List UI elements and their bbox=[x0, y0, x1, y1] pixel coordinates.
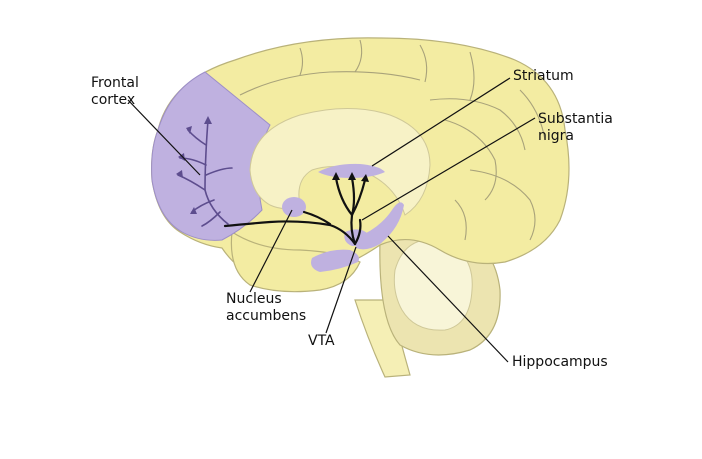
substantia-nigra-label-line2: nigra bbox=[538, 128, 574, 144]
dopamine-pathways bbox=[223, 176, 367, 246]
hippocampus-label: Hippocampus bbox=[512, 354, 608, 370]
nucleus-accumbens-region bbox=[282, 197, 306, 217]
frontal-cortex-label: Frontal cortex bbox=[91, 75, 139, 109]
nucleus-accumbens-label-line2: accumbens bbox=[226, 308, 307, 324]
substantia-nigra-label-line1: Substantia bbox=[538, 111, 613, 127]
nucleus-accumbens-label-line1: Nucleus bbox=[226, 291, 282, 307]
gyri-lines bbox=[239, 39, 546, 241]
substantia-nigra-region bbox=[356, 202, 404, 250]
frontal-cortex-label-line1: Frontal bbox=[91, 75, 139, 91]
frontal-cortex-region bbox=[151, 71, 271, 241]
leader-lines bbox=[127, 77, 536, 363]
midbrain-connector bbox=[344, 229, 368, 246]
vta-label: VTA bbox=[308, 333, 335, 349]
temporal-lobe bbox=[230, 230, 361, 293]
substantia-nigra-label: Substantia nigra bbox=[538, 111, 613, 145]
vta-region bbox=[311, 249, 359, 272]
frontal-cortex-label-line2: cortex bbox=[91, 92, 136, 108]
pathway-arrowheads bbox=[332, 172, 369, 182]
nucleus-accumbens-label: Nucleus accumbens bbox=[226, 291, 306, 325]
striatum-region bbox=[318, 163, 385, 178]
frontal-branch-arrows bbox=[176, 116, 212, 214]
striatum-label: Striatum bbox=[513, 68, 574, 84]
